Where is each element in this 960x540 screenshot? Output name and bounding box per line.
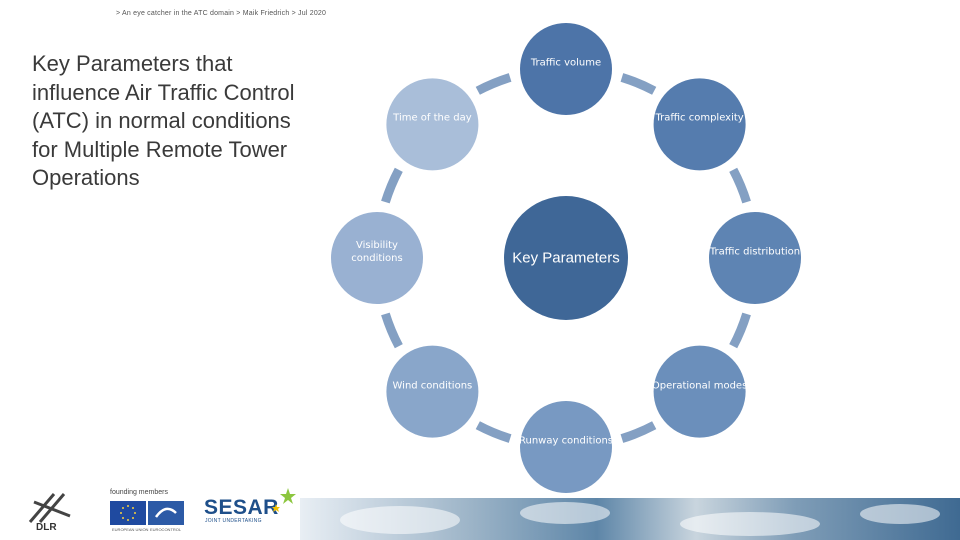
footer-image-strip bbox=[300, 498, 960, 540]
breadcrumb: > An eye catcher in the ATC domain > Mai… bbox=[116, 10, 327, 17]
cycle-arrow bbox=[620, 421, 657, 443]
node-traffic-complexity bbox=[653, 78, 746, 171]
flag-caption-eurocontrol: EUROCONTROL bbox=[150, 527, 182, 532]
node-runway-conditions bbox=[520, 401, 612, 493]
sesar-logo-subtext: JOINT UNDERTAKING bbox=[205, 518, 262, 524]
node-label-visibility-conditions: Visibility conditions bbox=[351, 240, 403, 264]
center-node bbox=[504, 196, 628, 320]
node-label-wind-conditions: Wind conditions bbox=[392, 380, 473, 392]
node-visibility-conditions bbox=[331, 212, 423, 304]
node-label-traffic-distribution: Traffic distribution bbox=[709, 246, 801, 258]
dlr-logo-text: DLR bbox=[36, 522, 57, 533]
flag-caption-eu: EUROPEAN UNION bbox=[112, 527, 149, 532]
page-title: Key Parameters that influence Air Traffi… bbox=[32, 51, 295, 191]
cycle-arrow bbox=[381, 167, 403, 204]
cycle-arrow bbox=[475, 421, 512, 443]
sesar-stars-icon bbox=[272, 488, 296, 512]
founding-members-label: founding members bbox=[110, 489, 168, 496]
eurocontrol-logo-icon bbox=[148, 501, 184, 525]
node-traffic-volume bbox=[520, 23, 612, 115]
cycle-arrow bbox=[381, 312, 403, 349]
cycle-arrow bbox=[729, 167, 751, 204]
node-label-traffic-volume: Traffic volume bbox=[530, 57, 602, 69]
node-label-traffic-complexity: Traffic complexity bbox=[655, 112, 744, 124]
center-node-label: Key Parameters bbox=[512, 249, 620, 267]
eu-flag-icon bbox=[110, 501, 146, 525]
sesar-logo-text: SESAR bbox=[204, 496, 279, 519]
node-traffic-distribution bbox=[709, 212, 801, 304]
cycle-arrow bbox=[729, 312, 751, 349]
cycle-arrow bbox=[475, 73, 512, 95]
node-label-operational-modes: Operational modes bbox=[651, 380, 748, 392]
node-label-runway-conditions: Runway conditions bbox=[518, 435, 614, 447]
cycle-arrow bbox=[620, 73, 657, 95]
node-operational-modes bbox=[653, 345, 746, 438]
node-wind-conditions bbox=[386, 345, 479, 438]
dlr-logo-icon bbox=[28, 493, 71, 523]
node-label-time-of-day: Time of the day bbox=[393, 112, 472, 124]
node-time-of-day bbox=[386, 78, 479, 171]
